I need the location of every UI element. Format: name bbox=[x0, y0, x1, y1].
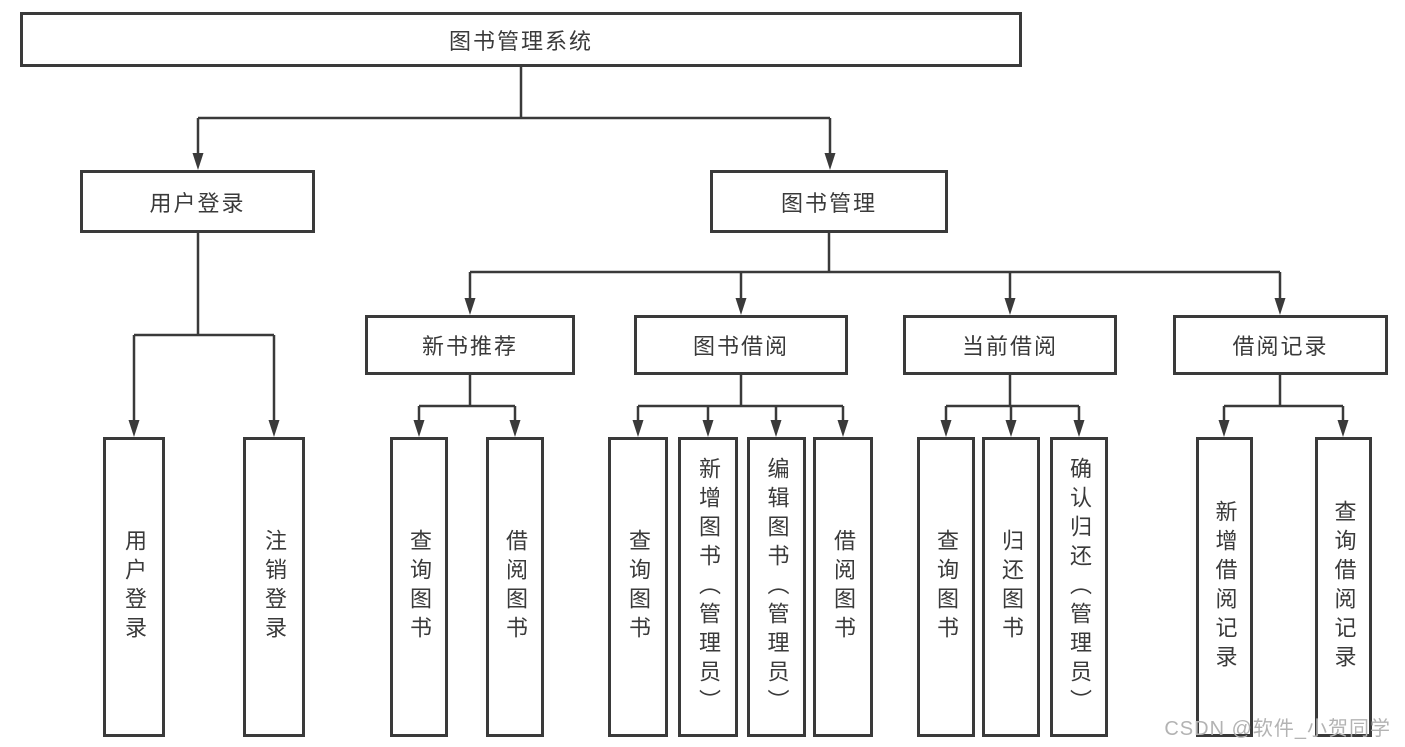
leaf-logout-label: 注销登录 bbox=[262, 529, 287, 645]
leaf-query-books-current-label: 查询图书 bbox=[934, 529, 959, 645]
leaf-user-login: 用户登录 bbox=[103, 437, 165, 737]
leaf-borrow-books-recommend-label: 借阅图书 bbox=[503, 529, 528, 645]
leaf-edit-books-admin-label: 编辑图书（管理员） bbox=[764, 456, 790, 718]
leaf-add-books-admin: 新增图书（管理员） bbox=[678, 437, 738, 737]
leaf-add-borrow-record-label: 新增借阅记录 bbox=[1212, 500, 1238, 674]
node-borrowing-records-label: 借阅记录 bbox=[1232, 334, 1329, 359]
node-book-management-label: 图书管理 bbox=[780, 190, 877, 216]
leaf-query-books-recommend: 查询图书 bbox=[390, 437, 448, 737]
node-library-system-label: 图书管理系统 bbox=[448, 28, 593, 54]
node-new-book-recommend-label: 新书推荐 bbox=[421, 334, 518, 359]
leaf-edit-books-admin: 编辑图书（管理员） bbox=[747, 437, 806, 737]
node-book-borrowing-label: 图书借阅 bbox=[692, 334, 789, 359]
leaf-user-login-label: 用户登录 bbox=[122, 529, 147, 645]
node-user-login: 用户登录 bbox=[80, 170, 315, 233]
watermark-text: CSDN @软件_小贺同学 bbox=[1164, 718, 1391, 740]
leaf-logout: 注销登录 bbox=[243, 437, 305, 737]
node-new-book-recommend: 新书推荐 bbox=[365, 315, 575, 375]
leaf-query-borrow-record: 查询借阅记录 bbox=[1315, 437, 1372, 737]
node-current-borrowing: 当前借阅 bbox=[903, 315, 1117, 375]
leaf-borrow-books-borrowing-label: 借阅图书 bbox=[831, 529, 856, 645]
leaf-return-books: 归还图书 bbox=[982, 437, 1040, 737]
leaf-query-books-borrowing-label: 查询图书 bbox=[626, 529, 651, 645]
node-user-login-label: 用户登录 bbox=[149, 190, 246, 216]
node-book-management: 图书管理 bbox=[710, 170, 948, 233]
leaf-query-borrow-record-label: 查询借阅记录 bbox=[1331, 500, 1357, 674]
leaf-add-books-admin-label: 新增图书（管理员） bbox=[696, 456, 721, 718]
leaf-confirm-return-admin: 确认归还（管理员） bbox=[1050, 437, 1108, 737]
leaf-add-borrow-record: 新增借阅记录 bbox=[1196, 437, 1253, 737]
leaf-query-books-borrowing: 查询图书 bbox=[608, 437, 668, 737]
node-borrowing-records: 借阅记录 bbox=[1173, 315, 1388, 375]
leaf-return-books-label: 归还图书 bbox=[999, 529, 1024, 645]
leaf-query-books-recommend-label: 查询图书 bbox=[407, 529, 432, 645]
leaf-borrow-books-borrowing: 借阅图书 bbox=[813, 437, 873, 737]
leaf-borrow-books-recommend: 借阅图书 bbox=[486, 437, 544, 737]
leaf-query-books-current: 查询图书 bbox=[917, 437, 975, 737]
node-current-borrowing-label: 当前借阅 bbox=[961, 334, 1058, 359]
leaf-confirm-return-admin-label: 确认归还（管理员） bbox=[1067, 456, 1092, 718]
node-library-system: 图书管理系统 bbox=[20, 12, 1022, 67]
node-book-borrowing: 图书借阅 bbox=[634, 315, 848, 375]
